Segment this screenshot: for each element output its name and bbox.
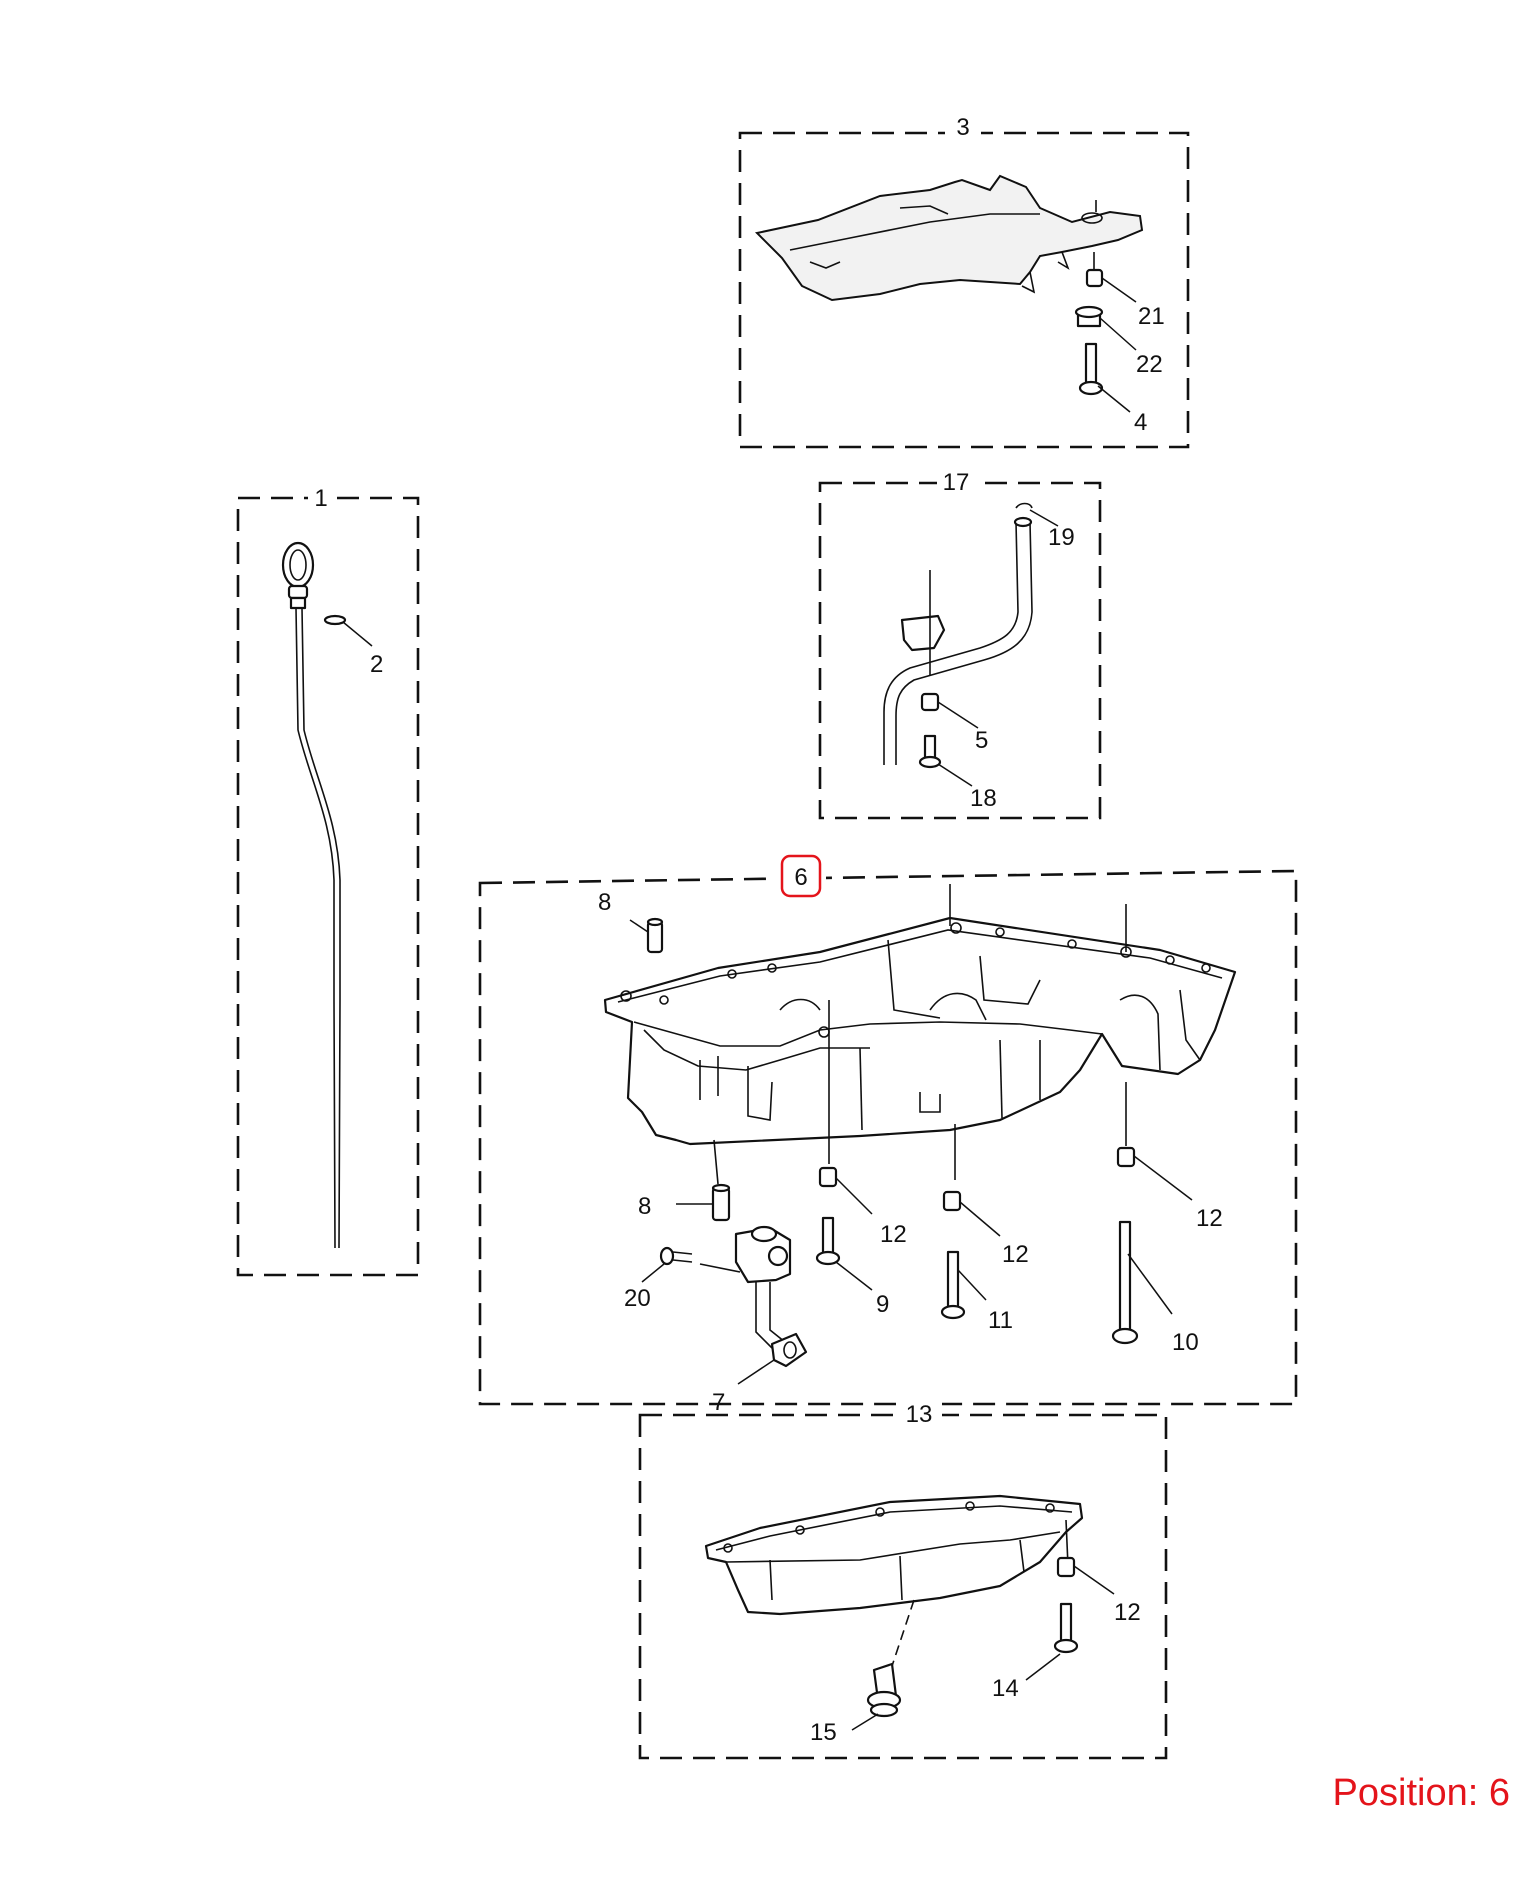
part-label-7[interactable]: 7	[712, 1389, 725, 1416]
group-6-upper-oil-pan[interactable]: 6	[478, 852, 1298, 1416]
position-prefix: Position:	[1332, 1772, 1479, 1814]
sensor-7[interactable]	[734, 1225, 808, 1368]
part-label-21[interactable]: 21	[1138, 303, 1165, 330]
group-1-dipstick[interactable]: 1 2	[236, 478, 420, 1277]
position-value: 6	[1488, 1772, 1510, 1814]
group-label-6[interactable]: 6	[794, 864, 807, 891]
group-label-1[interactable]: 1	[314, 485, 327, 512]
nut-12-c[interactable]	[1116, 1146, 1136, 1168]
nut-12-a[interactable]	[818, 1166, 838, 1188]
part-label-20[interactable]: 20	[624, 1285, 651, 1312]
nut-12-d[interactable]	[1056, 1556, 1076, 1578]
dowel-8-top[interactable]	[646, 920, 664, 954]
bolt-9[interactable]	[821, 1216, 835, 1256]
part-label-10[interactable]: 10	[1172, 1329, 1199, 1356]
part-label-18[interactable]: 18	[970, 785, 997, 812]
seal-19[interactable]	[1015, 502, 1033, 509]
nut-21[interactable]	[1085, 268, 1104, 288]
bolt-10[interactable]	[1118, 1220, 1132, 1334]
part-label-8-bottom[interactable]: 8	[638, 1193, 651, 1220]
dipstick-shaft[interactable]	[295, 607, 341, 1249]
part-label-5[interactable]: 5	[975, 727, 988, 754]
group-3-heat-shield[interactable]: 3 21 22 4	[738, 108, 1190, 449]
nut-5[interactable]	[920, 692, 940, 712]
bolt-4[interactable]	[1084, 342, 1098, 388]
part-label-9[interactable]: 9	[876, 1291, 889, 1318]
dowel-8-bottom[interactable]	[711, 1186, 731, 1222]
part-label-11[interactable]: 11	[988, 1307, 1013, 1334]
nut-12-b[interactable]	[942, 1190, 962, 1212]
oil-tube[interactable]	[883, 521, 1033, 765]
part-label-12-a[interactable]: 12	[880, 1221, 907, 1248]
group-label-3[interactable]: 3	[956, 114, 969, 141]
part-label-12-b[interactable]: 12	[1002, 1241, 1029, 1268]
upper-oil-pan-part[interactable]	[603, 916, 1237, 1146]
part-label-4[interactable]: 4	[1134, 409, 1147, 436]
heat-shield-part[interactable]	[754, 174, 1144, 302]
group-label-17[interactable]: 17	[943, 469, 970, 496]
part-label-22[interactable]: 22	[1136, 351, 1163, 378]
part-label-2[interactable]: 2	[370, 651, 383, 678]
group-label-13[interactable]: 13	[906, 1401, 933, 1428]
group-17-tube[interactable]: 17 19 5 18	[818, 462, 1102, 820]
bolt-11[interactable]	[946, 1250, 960, 1310]
part-label-12-d[interactable]: 12	[1114, 1599, 1141, 1626]
part-label-19[interactable]: 19	[1048, 524, 1075, 551]
position-indicator: Position: 6	[1333, 1772, 1510, 1815]
o-ring-2[interactable]	[323, 614, 347, 626]
part-label-8-top[interactable]: 8	[598, 889, 611, 916]
drain-plug-15[interactable]	[866, 1662, 902, 1718]
part-label-14[interactable]: 14	[992, 1675, 1019, 1702]
part-label-12-c[interactable]: 12	[1196, 1205, 1223, 1232]
bolt-20[interactable]	[659, 1246, 693, 1266]
bolt-14[interactable]	[1059, 1602, 1073, 1644]
highlight-box	[780, 854, 822, 898]
part-label-15[interactable]: 15	[810, 1719, 837, 1746]
group-13-lower-oil-pan[interactable]: 13 12 14 15	[638, 1390, 1168, 1760]
